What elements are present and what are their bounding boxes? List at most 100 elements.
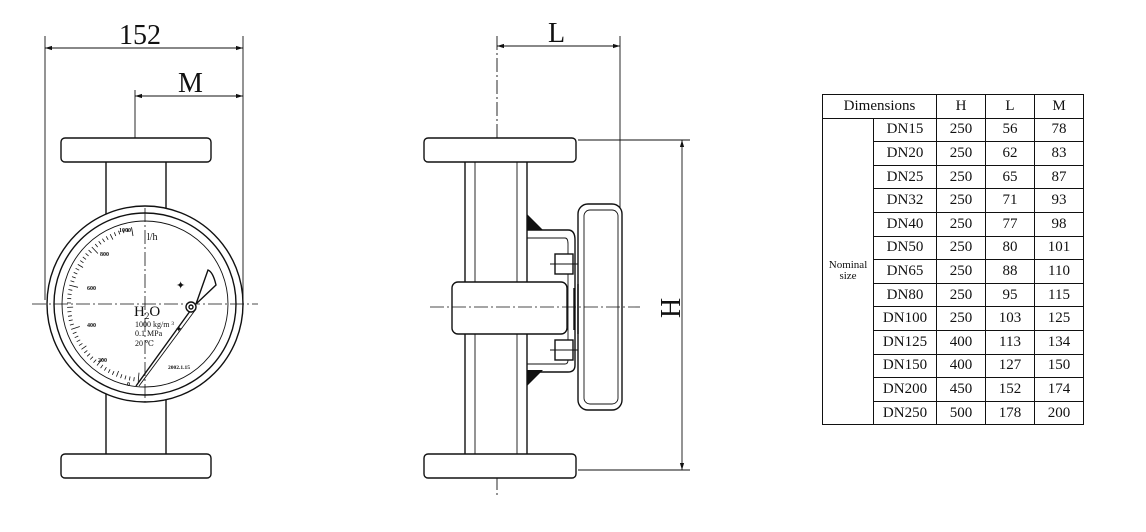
cell-dn: DN20 <box>873 141 937 166</box>
scale-tick <box>111 371 115 375</box>
scale-tick <box>98 240 102 245</box>
cell-l: 56 <box>985 117 1035 143</box>
cell-l: 103 <box>985 306 1035 331</box>
scale-tick <box>71 326 80 330</box>
header-dimensions: Dimensions <box>822 94 937 119</box>
cell-m: 125 <box>1034 306 1084 331</box>
cell-h: 400 <box>936 329 986 355</box>
cell-dn: DN150 <box>873 353 937 379</box>
cell-dn: DN15 <box>873 117 937 143</box>
cell-l: 65 <box>985 164 1035 190</box>
scale-tick <box>85 253 89 257</box>
table-row: DN50 250 80 101 <box>823 235 1084 261</box>
weld-fillet-bottom <box>527 370 543 386</box>
dial-pointer <box>135 269 217 387</box>
cell-h: 450 <box>936 377 986 402</box>
cell-dn: DN32 <box>873 188 937 213</box>
cell-m: 134 <box>1034 329 1084 355</box>
scale-tick <box>116 370 119 377</box>
scale-tick <box>131 227 134 237</box>
header-h: H <box>936 94 986 119</box>
l-dimension-label: L <box>548 18 565 49</box>
m-dimension-label: M <box>178 68 203 99</box>
indicator-bracket <box>527 229 576 373</box>
scale-tick <box>78 343 83 346</box>
cell-h: 250 <box>936 188 986 213</box>
top-flange <box>60 137 212 163</box>
scale-tick <box>102 238 105 243</box>
scale-tick <box>109 234 114 240</box>
dial-density: 1000 kg/m ³ <box>135 320 174 329</box>
cell-h: 400 <box>936 353 986 379</box>
table-row: DN20 250 62 83 <box>823 141 1084 166</box>
side-inlet-boss <box>451 281 568 335</box>
cell-dn: DN50 <box>873 235 937 261</box>
table-row: DN25 250 65 87 <box>823 164 1084 190</box>
cell-dn: DN80 <box>873 282 937 308</box>
dial-date: 2002.1.15 <box>168 365 190 371</box>
table-row: DN125 400 113 134 <box>823 329 1084 355</box>
scale-tick <box>68 289 73 291</box>
cell-dn: DN65 <box>873 259 937 284</box>
cell-m: 150 <box>1034 353 1084 379</box>
cell-m: 83 <box>1034 141 1084 166</box>
indicator-bracket-inner <box>527 237 569 365</box>
cell-l: 62 <box>985 141 1035 166</box>
scale-tick <box>91 246 99 254</box>
scale-tick <box>72 331 77 334</box>
cell-l: 71 <box>985 188 1035 213</box>
cell-h: 250 <box>936 306 986 331</box>
scale-tick <box>94 243 99 248</box>
cell-dn: DN250 <box>873 400 937 426</box>
cell-dn: DN200 <box>873 377 937 402</box>
scale-tick <box>89 356 94 360</box>
cell-dn: DN125 <box>873 329 937 355</box>
dial-mark-cross: ✦ <box>175 324 183 334</box>
scale-tick <box>67 293 72 295</box>
cell-m: 78 <box>1034 117 1084 143</box>
cell-l: 113 <box>985 329 1035 355</box>
dial-scale-ticks <box>66 227 140 382</box>
dial-unit: l/h <box>147 232 158 243</box>
scale-label-0: 0 <box>127 382 130 388</box>
bottom-flange <box>60 453 212 479</box>
scale-tick <box>79 260 84 264</box>
weld-fillet-top <box>527 214 543 230</box>
scale-label-800: 800 <box>100 252 109 258</box>
scale-tick <box>104 366 107 371</box>
dial-temperature: 20 ℃ <box>135 339 154 348</box>
table-row: DN150 400 127 150 <box>823 353 1084 379</box>
cell-h: 250 <box>936 282 986 308</box>
table-row: DN65 250 88 110 <box>823 259 1084 284</box>
scale-tick <box>67 315 72 317</box>
side-bottom-flange <box>423 453 577 479</box>
scale-label-200: 200 <box>98 358 107 364</box>
cell-dn: DN40 <box>873 211 937 237</box>
cell-h: 250 <box>936 259 986 284</box>
scale-tick <box>124 375 127 380</box>
scale-tick <box>107 369 111 373</box>
cell-l: 152 <box>985 377 1035 402</box>
dial-pressure: 0.1 MPa <box>135 329 163 338</box>
cell-h: 250 <box>936 141 986 166</box>
side-view: L H <box>423 18 690 496</box>
cell-m: 101 <box>1034 235 1084 261</box>
cell-m: 200 <box>1034 400 1084 426</box>
cell-l: 178 <box>985 400 1035 426</box>
cell-l: 95 <box>985 282 1035 308</box>
scale-tick <box>93 359 97 363</box>
header-l: L <box>985 94 1035 119</box>
cell-m: 93 <box>1034 188 1084 213</box>
scale-tick <box>81 345 87 350</box>
cell-h: 250 <box>936 164 986 190</box>
table-header-row: Dimensions H L M <box>822 94 1084 119</box>
scale-tick <box>69 284 79 288</box>
cell-h: 500 <box>936 400 986 426</box>
cell-h: 250 <box>936 117 986 143</box>
scale-tick <box>133 377 135 382</box>
scale-tick <box>69 323 74 326</box>
scale-tick <box>83 350 88 354</box>
cell-m: 87 <box>1034 164 1084 190</box>
